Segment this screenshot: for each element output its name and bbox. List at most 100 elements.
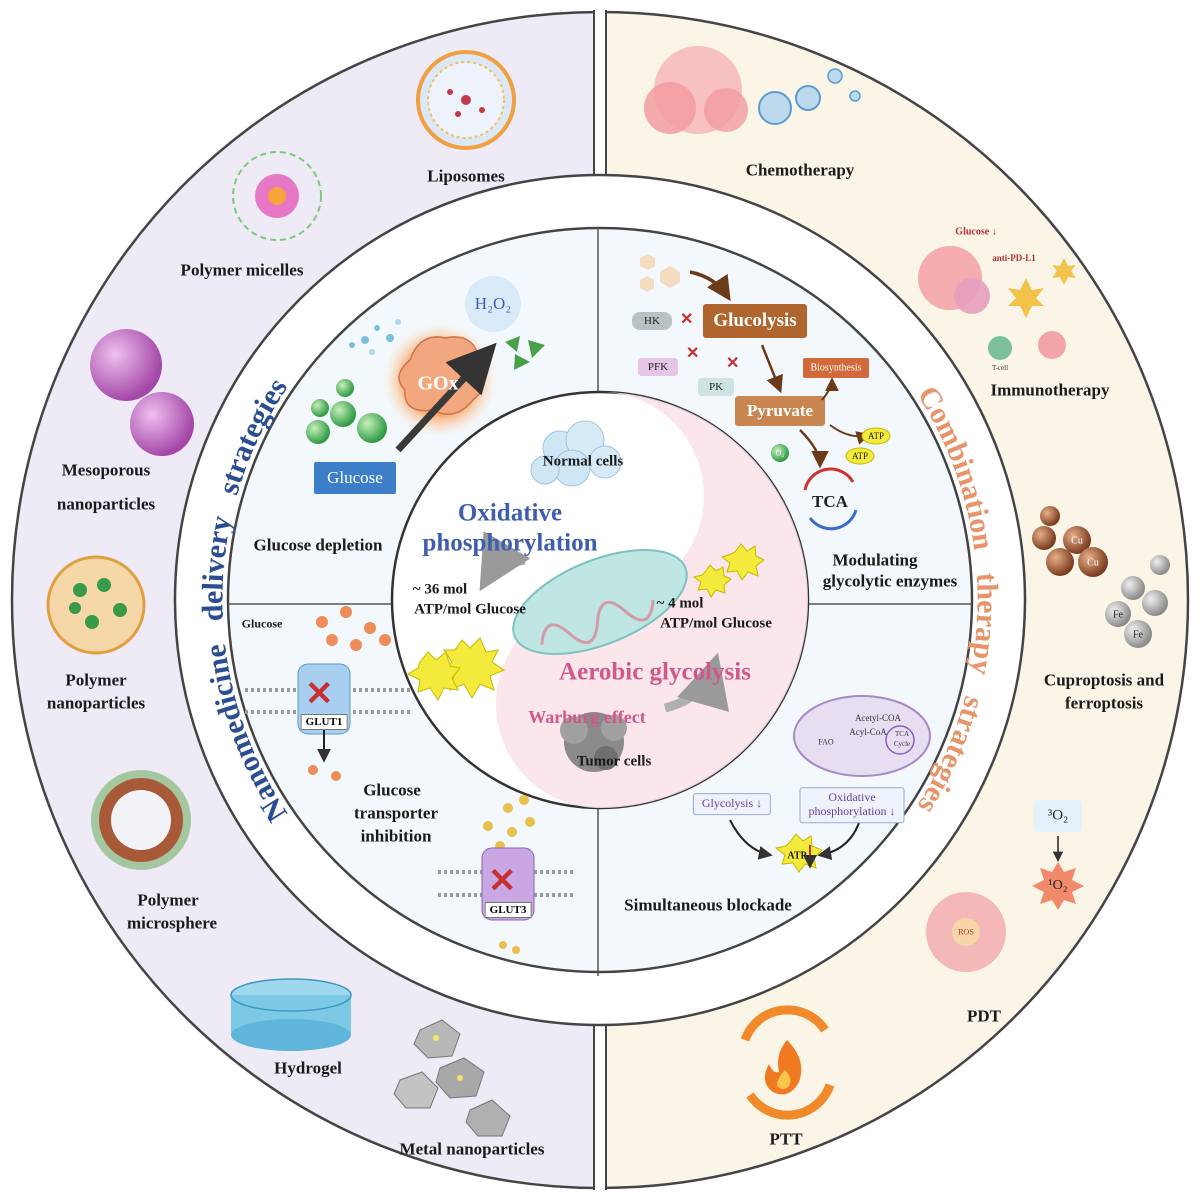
immunotherapy-art [918, 246, 1076, 360]
hydrogel-label: Hydrogel [274, 1058, 342, 1078]
svg-text:✕: ✕ [305, 674, 334, 714]
mesoporous-label-1: Mesoporous [61, 460, 151, 480]
atp-badge-1: ATP [867, 431, 885, 441]
svg-text:✕: ✕ [726, 353, 739, 372]
pyruvate-label: Pyruvate [746, 401, 814, 420]
atp-cluster-small [692, 543, 765, 598]
normal-cells-icon [530, 420, 622, 487]
glucolysis-box [703, 304, 807, 338]
enzyme-markers: ✕ ✕ ✕ [632, 309, 739, 396]
ros-label: ROS [958, 927, 974, 937]
pyruvate-box [735, 396, 825, 426]
quadrant-glucose-depletion [306, 276, 545, 494]
warburg-effect-label: Warburg effect [528, 706, 646, 727]
aerobic-arrow [663, 652, 730, 713]
t-cell-label: T-cell [991, 364, 1009, 372]
cuproptosis-label-1: Cuproptosis and [1043, 670, 1165, 690]
glucose-box-label: Glucose [327, 468, 383, 487]
glycolysis-chip: Glycolysis ↓ [692, 793, 772, 815]
atp-cluster-large [406, 637, 506, 701]
chemotherapy-label: Chemotherapy [745, 160, 855, 180]
pdt-art [926, 800, 1084, 972]
glucose-dots [349, 319, 401, 355]
glucose-box [314, 462, 396, 494]
tca-cycle-label-2: Cycle [893, 740, 911, 748]
polymer-np-label-2: nanoparticles [46, 693, 146, 713]
pdt-label: PDT [967, 1006, 1001, 1026]
modulating-title-1: Modulating [832, 550, 918, 570]
liposome-icon [416, 50, 516, 150]
glucolysis-label: Glucolysis [713, 310, 797, 331]
atp-badges [845, 427, 891, 465]
depletion-arrow [395, 342, 497, 453]
polymer-np-label-1: Polymer [65, 670, 127, 690]
ptt-flame-icon [740, 1005, 835, 1120]
polymer-np-icon [46, 555, 146, 655]
o2-singlet-label: ¹O₂ [1048, 878, 1068, 893]
mesoporous-label-2: nanoparticles [56, 494, 156, 514]
aerobic-glycolysis-label: Aerobic glycolysis [559, 658, 751, 686]
h2o2-label: H₂O₂ [474, 294, 512, 313]
cuproptosis-label-2: ferroptosis [1064, 693, 1144, 713]
transporter-title-2: transporter [353, 803, 439, 823]
liposomes-label: Liposomes [427, 166, 505, 186]
tca-label: TCA [812, 492, 848, 511]
modulating-title-2: glycolytic enzymes [822, 571, 958, 591]
immunotherapy-label: Immunotherapy [990, 380, 1110, 400]
microsphere-label-1: Polymer [137, 890, 199, 910]
pfk-label: PFK [647, 361, 669, 373]
metal-np-label: Metal nanoparticles [399, 1139, 545, 1159]
oxidative-label: Oxidative [457, 499, 563, 527]
mitochondrion-icon [512, 548, 688, 656]
chemotherapy-art [644, 46, 861, 134]
glucose-down-label: Glucose ↓ [955, 226, 997, 238]
o2-spheres [306, 379, 387, 444]
transporter-title-3: inhibition [360, 826, 432, 846]
mito-blockade-icon [793, 695, 931, 777]
hydrogel-icon [230, 978, 352, 1051]
cu-label-2: Cu [1087, 557, 1099, 569]
o2-triplet-label: ³O₂ [1047, 807, 1069, 824]
atp-badge-2: ATP [851, 451, 869, 461]
atp36-line1: ~ 36 mol [412, 581, 468, 598]
cu-label-1: Cu [1071, 535, 1083, 547]
normal-cells-label: Normal cells [542, 453, 624, 470]
oxphos-chip-line2: phosphorylation ↓ [808, 804, 896, 818]
tca-cycle-label-1: TCA [895, 730, 909, 738]
svg-text:✕: ✕ [686, 343, 699, 362]
microsphere-label-2: microsphere [126, 913, 218, 933]
oxphos-arrow [479, 531, 531, 592]
h2o2-crystals [505, 336, 545, 370]
glucose-transport-label: Glucose [241, 616, 283, 631]
atp36-line2: ATP/mol Glucose [414, 601, 526, 618]
tumor-cells-label: Tumor cells [576, 753, 652, 770]
inner-circle [390, 390, 810, 810]
svg-text:✕: ✕ [488, 861, 517, 901]
polymer-micelle-icon [232, 151, 322, 241]
tca-cycle-icon [803, 467, 858, 531]
hk-label: HK [644, 315, 660, 327]
oxphos-chip-line1: Oxidative [828, 790, 876, 805]
svg-text:✕: ✕ [680, 309, 693, 328]
anti-pdl1-label: anti-PD-L1 [992, 253, 1036, 263]
glucose-balls-glut3 [483, 795, 535, 851]
ptt-label: PTT [769, 1129, 803, 1149]
o2-small-label: O₂ [775, 448, 785, 458]
phosphorylation-label: phosphorylation [422, 529, 598, 557]
quadrant-blockade [729, 695, 931, 873]
tumor-cells-icon [560, 712, 627, 772]
polymer-micelles-label: Polymer micelles [180, 260, 304, 280]
atp4-line2: ATP/mol Glucose [660, 615, 772, 632]
h2o2-bubble [465, 276, 521, 332]
biosynthesis-box [803, 358, 869, 378]
fe-label-1: Fe [1133, 629, 1143, 641]
fe-label-2: Fe [1113, 609, 1123, 621]
mesoporous-icon [90, 329, 194, 456]
o2-small [771, 444, 789, 462]
biosynthesis-label: Biosynthesis [810, 362, 862, 374]
hexose-dots [640, 254, 680, 292]
glut3-label: GLUT3 [484, 902, 532, 918]
atp4-line1: ~ 4 mol [656, 595, 704, 612]
oxphos-chip: Oxidative phosphorylation ↓ [799, 787, 905, 823]
